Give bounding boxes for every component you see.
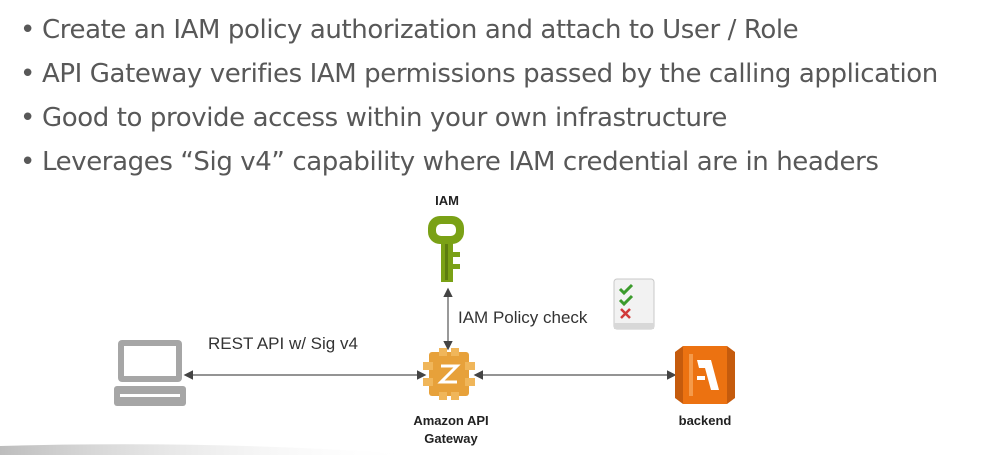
- bullet-list: Create an IAM policy authorization and a…: [14, 8, 938, 184]
- checklist-icon: [613, 278, 655, 330]
- bullet-item: API Gateway verifies IAM permissions pas…: [14, 52, 938, 96]
- rest-api-label: REST API w/ Sig v4: [208, 334, 358, 353]
- laptop-icon: [114, 340, 186, 406]
- iam-label: IAM: [435, 193, 459, 208]
- policy-check-label: IAM Policy check: [458, 308, 588, 327]
- bullet-item: Good to provide access within your own i…: [14, 96, 938, 140]
- lambda-backend-icon: [675, 346, 735, 404]
- gateway-label-line2: Gateway: [424, 431, 478, 446]
- api-gateway-icon: [423, 348, 475, 400]
- bullet-item: Leverages “Sig v4” capability where IAM …: [14, 140, 938, 184]
- decorative-swoosh: [0, 444, 420, 455]
- bullet-item: Create an IAM policy authorization and a…: [14, 8, 938, 52]
- iam-key-icon: [428, 216, 464, 282]
- backend-label: backend: [678, 413, 732, 428]
- gateway-label-line1: Amazon API: [413, 413, 489, 428]
